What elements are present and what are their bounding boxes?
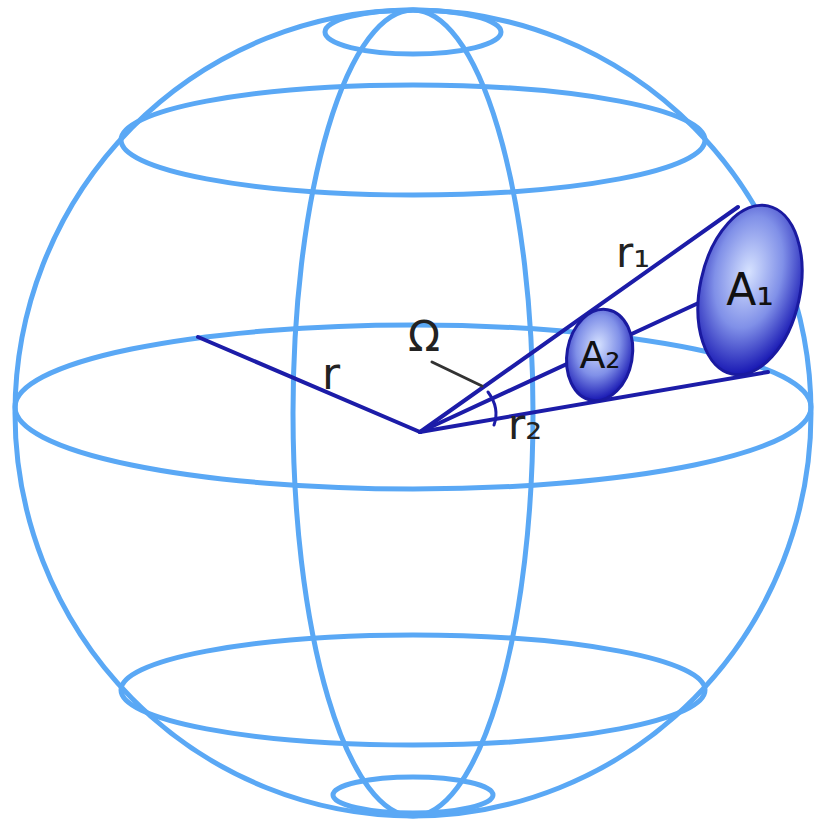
solid-angle-label: Ω: [408, 316, 440, 358]
distance-label: r₂: [508, 404, 542, 446]
latitude-circle: [121, 635, 705, 745]
leader-line: [432, 362, 482, 386]
latitude-circle: [325, 10, 501, 54]
radius-label: r: [322, 352, 340, 396]
area-disc: A₂: [562, 304, 637, 406]
area-label: A₂: [579, 336, 620, 374]
disc-ellipse: [560, 304, 640, 406]
area-label: A₁: [726, 268, 774, 312]
solid-angle-arc: [488, 392, 496, 425]
cone-edge: [420, 207, 738, 432]
area-disc: A₁: [695, 199, 805, 381]
sphere-outline: [15, 10, 811, 816]
latitude-circle: [333, 777, 493, 813]
disc-ellipse: [683, 195, 817, 384]
meridian: [293, 10, 533, 816]
wireframe-sphere: [15, 10, 811, 816]
radius-line: [198, 337, 420, 432]
latitude-circle: [121, 85, 705, 195]
cone-lines: [198, 207, 768, 432]
cone-axis: [420, 300, 705, 432]
distance-label: r₁: [616, 232, 650, 274]
